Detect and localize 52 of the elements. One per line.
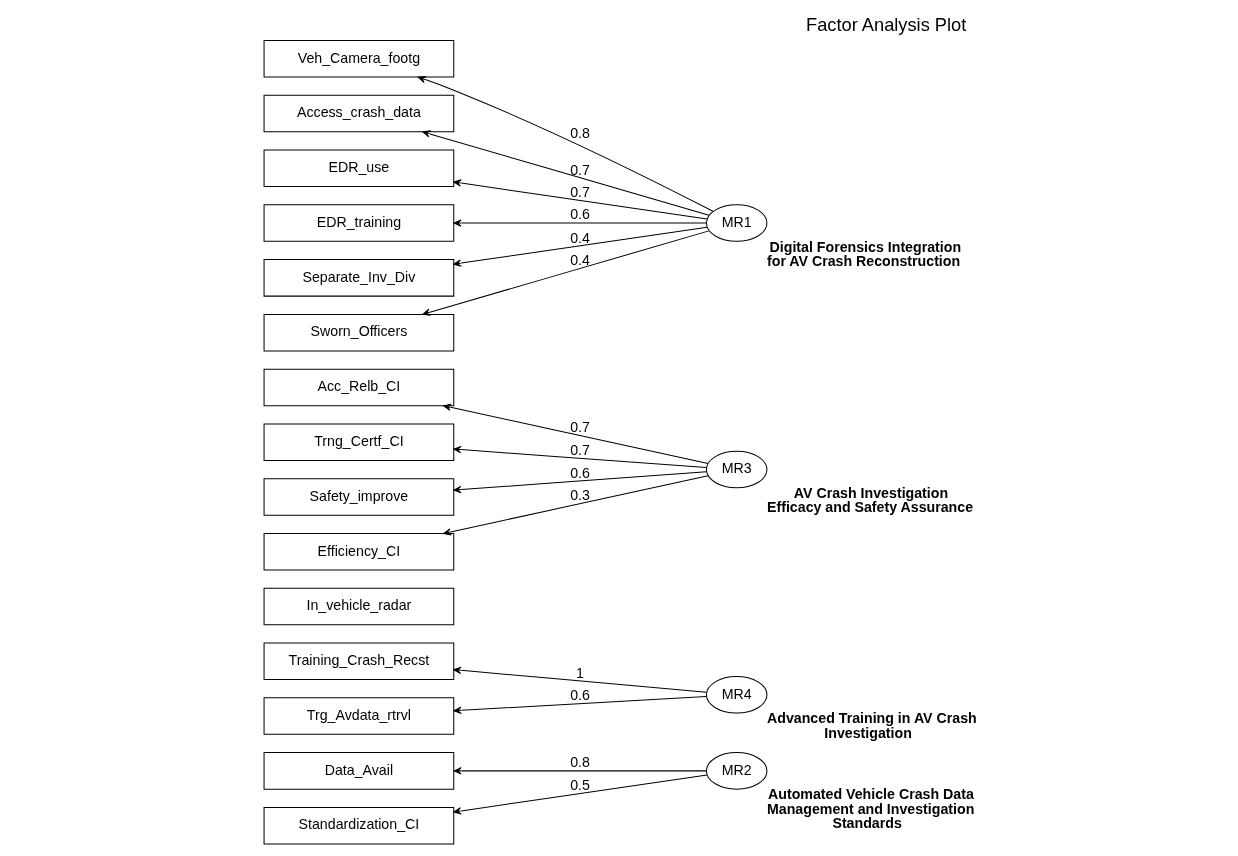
node-label: Advanced Training in AV Crash Investigation: [767, 710, 977, 741]
node-ellipse: MR4: [705, 676, 768, 714]
node-box: Efficiency_CI: [263, 533, 455, 571]
node-ellipse: MR2: [705, 752, 768, 790]
edge-label: 0.3: [570, 487, 590, 504]
node-box: Safety_improve: [263, 478, 455, 516]
edge-label: 1: [576, 664, 584, 681]
node-box: Data_Avail: [263, 752, 455, 790]
node-box: Access_crash_data: [263, 94, 455, 133]
arrow: [443, 403, 709, 465]
node-box: Sworn_Officers: [263, 313, 455, 352]
node-label: AV Crash Investigation Efficacy and Safety Assurance: [767, 485, 974, 516]
arrow: [453, 695, 707, 715]
arrow: [453, 774, 708, 815]
node-ellipse: MR1: [705, 204, 768, 242]
arrow: [422, 230, 710, 316]
edge-label: 0.8: [570, 754, 590, 771]
arrow: [453, 179, 708, 220]
edge-label: 0.7: [570, 419, 590, 436]
node-box: In_vehicle_radar: [263, 587, 455, 626]
node-box: Standardization_CI: [263, 806, 455, 845]
node-box: Training_Crash_Recst: [263, 642, 455, 681]
node-box: Trng_Certf_CI: [263, 423, 455, 461]
node-label: Digital Forensics Integration for AV Crash Reconstruction: [767, 238, 962, 269]
node-box: Separate_Inv_Div: [263, 259, 455, 297]
arrow: [453, 226, 708, 267]
edge-label: 0.8: [570, 125, 590, 142]
node-box: Trg_Avdata_rtrvl: [263, 697, 455, 735]
arrow: [453, 219, 707, 227]
edge-label: 0.6: [570, 687, 590, 704]
edge-label: 0.6: [570, 464, 590, 481]
node-label: Automated Vehicle Crash Data Management and Investigation Standards: [767, 786, 975, 831]
arrow: [422, 130, 710, 216]
edge-label: 0.7: [570, 161, 590, 178]
node-box: Acc_Relb_CI: [263, 368, 455, 407]
edge-label: 0.6: [570, 206, 590, 223]
arrow: [453, 767, 707, 775]
arrow: [453, 445, 707, 468]
edge-label: 0.5: [570, 777, 590, 794]
edge-label: 0.4: [570, 229, 590, 246]
edge-label: 0.4: [570, 251, 590, 268]
diagram-title: Factor Analysis Plot: [806, 13, 967, 35]
node-box: EDR_training: [263, 204, 455, 242]
arrow: [453, 471, 707, 494]
edge-label: 0.7: [570, 441, 590, 458]
arrow: [443, 475, 709, 536]
arrow: [417, 75, 714, 212]
arrow: [453, 666, 707, 693]
node-ellipse: MR3: [705, 450, 768, 489]
node-box: Veh_Camera_footg: [263, 40, 455, 78]
node-box: EDR_use: [263, 149, 455, 188]
edge-label: 0.7: [570, 183, 590, 200]
